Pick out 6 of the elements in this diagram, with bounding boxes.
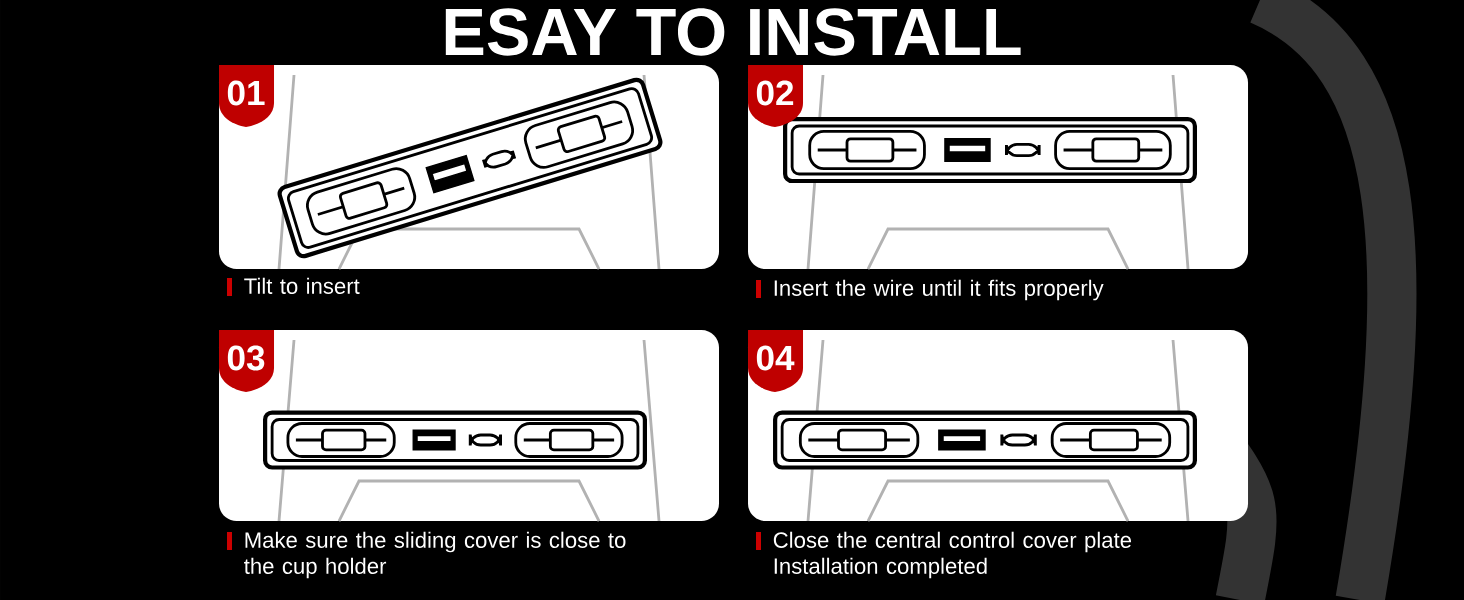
caption-text: Make sure the sliding cover is close to the cup holder [244, 531, 626, 579]
caption-text: Insert the wire until it fits properly [774, 279, 1104, 301]
caption-text: Tilt to insert [244, 277, 360, 294]
caption-text: Installation completed [774, 557, 987, 579]
caption-text: Close the central control cover plate [773, 531, 1132, 553]
diagram-title: ESAY TO INSTALL [445, 8, 1021, 56]
